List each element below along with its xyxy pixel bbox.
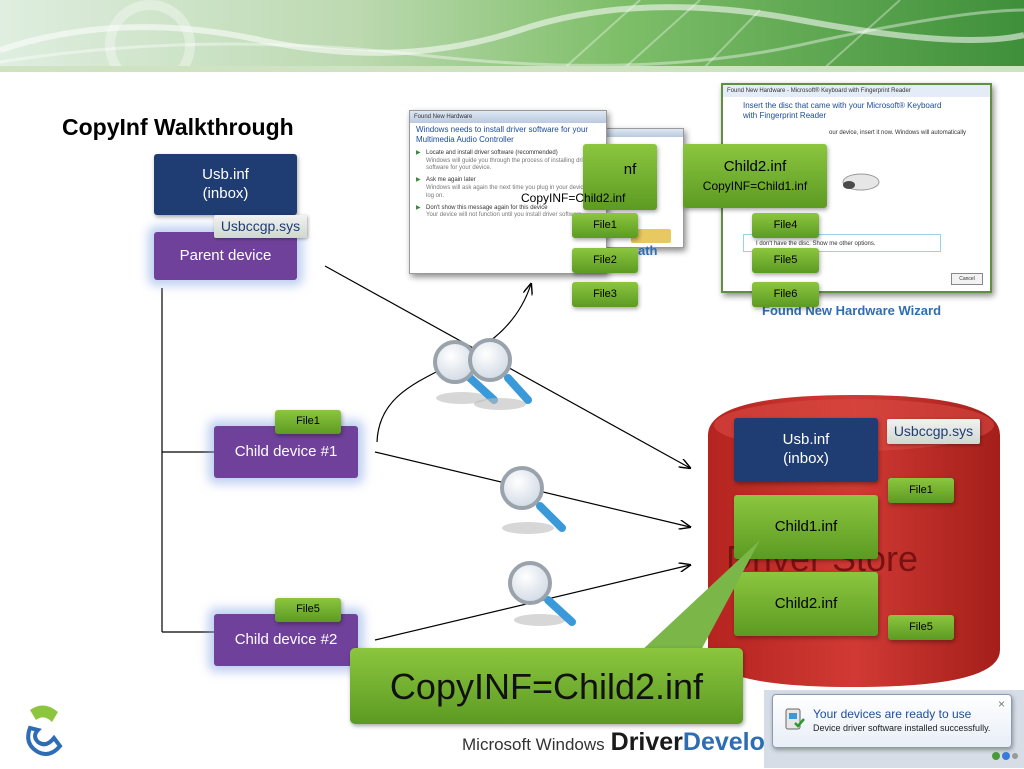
header-banner: [0, 0, 1024, 72]
child-device-1-box: Child device #1: [214, 426, 358, 478]
store-file1-label: File1: [909, 483, 933, 496]
option-ask-later-label: Ask me again later: [426, 177, 476, 184]
folder-icon: [631, 229, 671, 243]
file1-badge: File1: [572, 213, 638, 238]
child2-inf-label: Child2.inf: [723, 158, 787, 176]
option-dont-show-sub: Your device will not function until you …: [426, 212, 584, 219]
file5-badge: File5: [752, 248, 819, 273]
file6-badge: File6: [752, 282, 819, 307]
store-usb-inbox-label: (inbox): [783, 450, 829, 467]
dialog-option-dont-show[interactable]: Don't show this message again for this d…: [410, 203, 606, 223]
store-file1-badge: File1: [888, 478, 954, 503]
magnifier-icon: [508, 561, 576, 626]
footer-develop: Develo: [682, 728, 765, 756]
usb-inf-inbox-label: (inbox): [202, 184, 249, 202]
callout-text: CopyINF=Child2.inf: [389, 665, 704, 707]
wizard-cancel-label: Cancel: [959, 276, 975, 282]
magnifier-icon: [468, 338, 532, 410]
file3-label: File3: [593, 287, 617, 300]
child-device-2-file-badge: File5: [275, 598, 341, 622]
file4-label: File4: [773, 218, 798, 231]
file4-badge: File4: [752, 213, 819, 238]
store-file5-label: File5: [909, 620, 933, 633]
usbccgp-badge: Usbccgp.sys: [214, 215, 307, 238]
notification-title: Your devices are ready to use: [813, 707, 972, 721]
child-device-1-label: Child device #1: [234, 442, 338, 460]
wizard-body: our device, insert it now. Windows will …: [829, 129, 967, 136]
file2-badge: File2: [572, 248, 638, 273]
notification-body: Device driver software installed success…: [813, 723, 991, 733]
store-child1-inf-label: Child1.inf: [774, 517, 838, 535]
file5-label: File5: [773, 253, 798, 266]
parent-device-box: Parent device: [154, 232, 297, 280]
file1-label: File1: [593, 218, 617, 231]
option-locate-sub: Windows will guide you through the proce…: [426, 157, 592, 172]
usb-inf-box: Usb.inf (inbox): [154, 154, 297, 215]
wizard-heading: Insert the disc that came with your Micr…: [743, 101, 942, 121]
store-usb-inf-box: Usb.inf (inbox): [734, 418, 878, 482]
dialog-heading: Windows needs to install driver software…: [416, 125, 589, 145]
footer-prefix: Microsoft Windows: [462, 735, 605, 754]
magnifier-icon: [433, 340, 498, 404]
usbccgp-label: Usbccgp.sys: [220, 217, 301, 234]
slide-title: CopyInf Walkthrough: [62, 114, 294, 140]
driver-dev-logo-icon: [20, 700, 68, 760]
copyinf-callout: CopyINF=Child2.inf: [350, 648, 743, 724]
dialog-titlebar: Found New Hardware: [410, 111, 606, 123]
device-installed-icon: [783, 707, 805, 731]
store-child2-inf-label: Child2.inf: [774, 594, 838, 612]
store-child1-inf-box: Child1.inf: [734, 495, 878, 559]
parent-device-label: Parent device: [179, 246, 272, 264]
child-inf-partial-label: nf: [623, 160, 637, 178]
child-device-1-file-label: File1: [296, 415, 320, 428]
option-ask-later-sub: Windows will ask again the next time you…: [426, 184, 594, 199]
option-locate-label: Locate and install driver software (reco…: [426, 149, 558, 156]
child-device-2-file-label: File5: [296, 603, 320, 616]
dialog-option-ask-later[interactable]: Ask me again later Windows will ask agai…: [410, 175, 606, 202]
notification-balloon[interactable]: Your devices are ready to use Device dri…: [772, 694, 1012, 748]
store-usbccgp-badge: Usbccgp.sys: [887, 419, 980, 444]
child-inf-partial-box: nf: [583, 144, 657, 210]
wizard-titlebar: Found New Hardware - Microsoft® Keyboard…: [723, 85, 990, 97]
wizard-cancel-button[interactable]: Cancel: [951, 273, 983, 285]
store-file5-badge: File5: [888, 615, 954, 640]
child-device-1-file-badge: File1: [275, 410, 341, 434]
store-usbccgp-label: Usbccgp.sys: [893, 422, 974, 439]
wizard-no-disc-option[interactable]: I don't have the disc. Show me other opt…: [743, 234, 941, 252]
footer-driver: Driver: [610, 728, 683, 756]
dialog-option-locate[interactable]: Locate and install driver software (reco…: [410, 148, 606, 175]
file2-label: File2: [593, 253, 617, 266]
file3-badge: File3: [572, 282, 638, 307]
found-new-hardware-dialog: Found New Hardware Windows needs to inst…: [409, 110, 607, 274]
child2-copyinf-label: CopyINF=Child1.inf: [702, 178, 808, 193]
copyinf-child2-label: CopyINF=Child2.inf: [521, 191, 626, 205]
child-device-2-label: Child device #2: [234, 630, 338, 648]
store-child2-inf-box: Child2.inf: [734, 572, 878, 636]
tray-icons: [990, 748, 1020, 764]
notification-close-button[interactable]: ×: [997, 697, 1005, 711]
usb-inf-label: Usb.inf: [202, 165, 249, 183]
child-device-2-box: Child device #2: [214, 614, 358, 666]
partial-path-label: ath: [638, 243, 658, 258]
wizard-no-disc-label: I don't have the disc. Show me other opt…: [756, 241, 876, 247]
option-dont-show-label: Don't show this message again for this d…: [426, 204, 548, 211]
file6-label: File6: [773, 287, 798, 300]
disc-drive-icon: [835, 171, 881, 193]
magnifier-icon: [500, 466, 566, 534]
child2-inf-box: Child2.inf CopyINF=Child1.inf: [683, 144, 827, 208]
store-usb-inf-label: Usb.inf: [782, 431, 830, 449]
